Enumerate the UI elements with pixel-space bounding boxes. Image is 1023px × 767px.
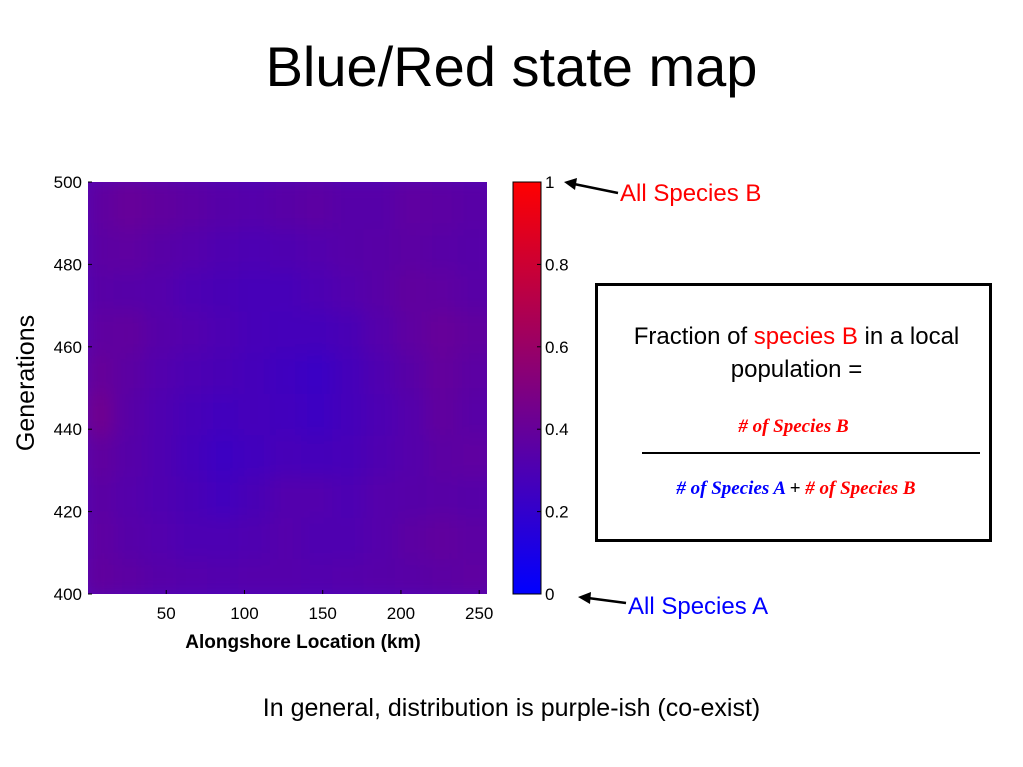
y-axis-label: Generations	[12, 315, 40, 451]
arrow-to-max	[564, 178, 619, 195]
formula-box: Fraction of species B in a local populat…	[595, 283, 992, 542]
arrow-to-min	[578, 592, 627, 605]
heatmap-axes: 50 100 150 200 250 400 420 440 460 480 500	[54, 173, 494, 623]
definition-suffix: in a local population =	[730, 323, 960, 384]
fraction-denominator: # of Species A + # of Species B	[606, 478, 986, 500]
y-tick-label: 500	[54, 173, 82, 192]
heatmap-cells	[88, 182, 487, 594]
colorbar-ticks: 0 0.2 0.4 0.6 0.8 1	[537, 173, 569, 604]
x-tick-label: 250	[465, 604, 493, 623]
fraction-numerator: # of Species B	[738, 416, 849, 437]
fraction-bar	[642, 452, 980, 454]
definition-highlight: species B	[753, 323, 858, 350]
colorbar	[512, 181, 542, 595]
y-tick-label: 440	[54, 420, 82, 439]
y-tick-label: 460	[54, 338, 82, 357]
y-tick-label: 400	[54, 585, 82, 604]
denominator-species-a: # of Species A	[676, 478, 785, 499]
colorbar-tick-label: 0.8	[545, 255, 569, 274]
x-axis-label: Alongshore Location (km)	[185, 632, 421, 653]
y-tick-label: 480	[54, 255, 82, 274]
fraction-definition: Fraction of species B in a local populat…	[618, 320, 975, 386]
min-end-label: All Species A	[628, 593, 769, 620]
y-tick-label: 420	[54, 503, 82, 522]
slide-title: Blue/Red state map	[265, 35, 758, 98]
x-tick-label: 150	[309, 604, 337, 623]
colorbar-tick-label: 0.4	[545, 420, 569, 439]
definition-prefix: Fraction of	[633, 323, 748, 350]
denominator-species-b: # of Species B	[805, 478, 916, 499]
colorbar-tick-label: 0.2	[545, 503, 569, 522]
denominator-plus: +	[789, 478, 801, 499]
max-end-label: All Species B	[620, 180, 762, 207]
heatmap-cell	[457, 182, 487, 230]
x-tick-label: 50	[157, 604, 176, 623]
x-tick-label: 100	[230, 604, 258, 623]
x-tick-label: 200	[387, 604, 415, 623]
colorbar-tick-label: 0.6	[545, 338, 569, 357]
slide-caption: In general, distribution is purple-ish (…	[262, 694, 761, 722]
colorbar-tick-label: 1	[545, 173, 554, 192]
colorbar-tick-label: 0	[545, 585, 554, 604]
